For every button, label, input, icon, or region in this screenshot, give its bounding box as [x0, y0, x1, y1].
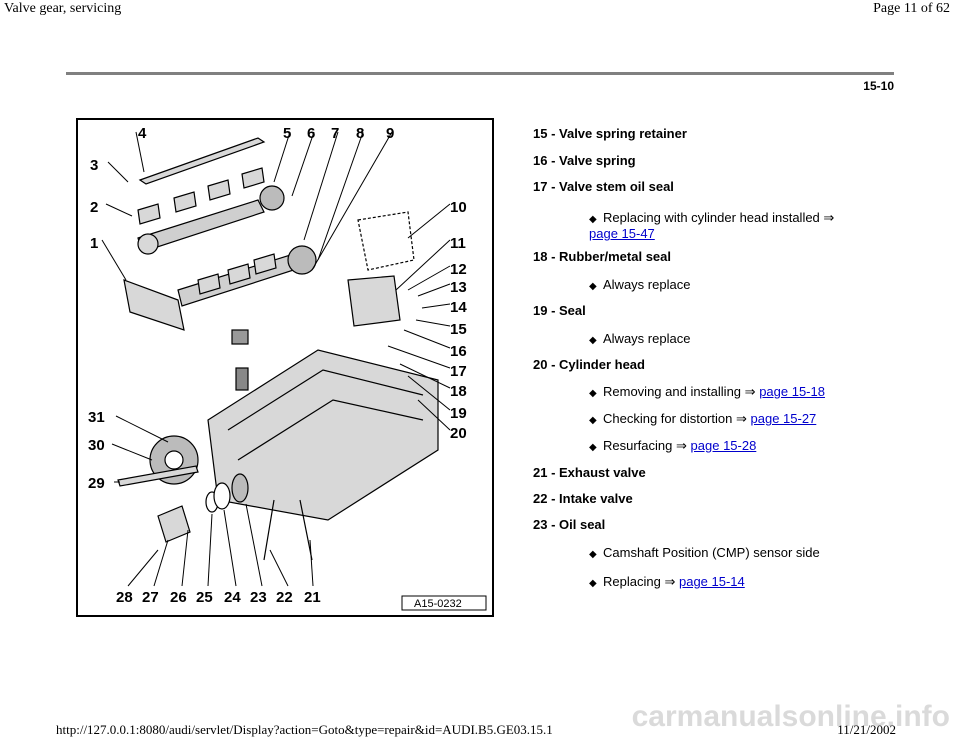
legend-entry-16: 16 - Valve spring — [533, 153, 636, 168]
sub-item-text: Replacing — [603, 574, 661, 589]
callout-26: 26 — [170, 589, 187, 606]
legend-sub-item: ◆ Replacing ⇒ page 15-14 — [589, 574, 745, 590]
legend-sub-item: ◆ Always replace — [589, 331, 690, 346]
sub-item-text: Replacing with cylinder head installed — [603, 210, 820, 225]
callout-10: 10 — [450, 199, 467, 216]
diamond-bullet-icon: ◆ — [589, 549, 597, 560]
callout-29: 29 — [88, 475, 105, 492]
page-counter: Page 11 of 62 — [873, 1, 950, 16]
legend-entry-17: 17 - Valve stem oil seal — [533, 179, 674, 194]
callout-31: 31 — [88, 409, 105, 426]
legend-entry-23: 23 - Oil seal — [533, 517, 606, 532]
callout-5: 5 — [283, 125, 291, 142]
arrow-right-icon: ⇒ — [664, 574, 676, 589]
callout-4: 4 — [138, 125, 147, 142]
callout-1: 1 — [90, 235, 98, 252]
callout-28: 28 — [116, 589, 133, 606]
legend-sub-item-link-line: page 15-47 — [589, 226, 655, 241]
callout-16: 16 — [450, 343, 467, 360]
callout-7: 7 — [331, 125, 339, 142]
callout-3: 3 — [90, 157, 98, 174]
callout-6: 6 — [307, 125, 315, 142]
callout-8: 8 — [356, 125, 364, 142]
page-link[interactable]: page 15-18 — [759, 384, 825, 399]
callout-2: 2 — [90, 199, 98, 216]
diamond-bullet-icon: ◆ — [589, 335, 597, 346]
page-link[interactable]: page 15-28 — [690, 438, 757, 453]
legend-entry-19: 19 - Seal — [533, 303, 586, 318]
legend-entry-22: 22 - Intake valve — [533, 491, 633, 506]
footer-date: 11/21/2002 — [837, 722, 896, 737]
callout-11: 11 — [450, 235, 466, 252]
diamond-bullet-icon: ◆ — [589, 388, 597, 399]
valve-gear-diagram: 4 5 6 7 8 9 3 2 1 10 11 12 13 14 15 16 1… — [88, 125, 487, 611]
sub-item-text: Always replace — [603, 331, 691, 346]
callout-23: 23 — [250, 589, 267, 606]
legend-sub-item: ◆ Removing and installing ⇒ page 15-18 — [589, 384, 825, 400]
sub-item-text: Resurfacing — [603, 438, 673, 453]
callout-9: 9 — [386, 125, 394, 142]
legend-sub-item: ◆ Always replace — [589, 277, 690, 292]
sub-item-text: Always replace — [603, 277, 691, 292]
diamond-bullet-icon: ◆ — [589, 214, 597, 225]
legend-entry-21: 21 - Exhaust valve — [533, 465, 646, 480]
callout-14: 14 — [450, 299, 467, 316]
legend-entry-18: 18 - Rubber/metal seal — [533, 249, 671, 264]
legend-sub-item: ◆Replacing with cylinder head installed … — [589, 210, 834, 226]
callout-18: 18 — [450, 383, 467, 400]
page-link[interactable]: page 15-47 — [589, 226, 655, 241]
callout-15: 15 — [450, 321, 467, 338]
watermark: carmanualsonline.info — [631, 700, 950, 733]
legend-sub-item: ◆ Camshaft Position (CMP) sensor side — [589, 545, 820, 560]
callout-30: 30 — [88, 437, 105, 454]
diamond-bullet-icon: ◆ — [589, 578, 597, 589]
page-link[interactable]: page 15-27 — [750, 411, 817, 426]
callout-17: 17 — [450, 363, 467, 380]
page-code: 15-10 — [863, 79, 894, 93]
diamond-bullet-icon: ◆ — [589, 281, 597, 292]
header-rule — [66, 72, 894, 75]
callout-27: 27 — [142, 589, 159, 606]
callout-19: 19 — [450, 405, 467, 422]
sub-item-text: Camshaft Position (CMP) sensor side — [603, 545, 820, 560]
figure-code-box — [401, 595, 487, 611]
arrow-right-icon: ⇒ — [676, 438, 687, 453]
footer-url: http://127.0.0.1:8080/audi/servlet/Displ… — [56, 722, 553, 737]
callout-20: 20 — [450, 425, 467, 442]
legend-entry-15: 15 - Valve spring retainer — [533, 126, 687, 141]
document-title: Valve gear, servicing — [4, 1, 122, 16]
arrow-right-icon: ⇒ — [735, 411, 747, 426]
legend-sub-item: ◆ Checking for distortion ⇒ page 15-27 — [589, 411, 816, 427]
callout-21: 21 — [304, 589, 321, 606]
arrow-right-icon: ⇒ — [823, 210, 835, 225]
sub-item-text: Removing and installing — [603, 384, 742, 399]
callout-13: 13 — [450, 279, 467, 296]
callout-25: 25 — [196, 589, 213, 606]
callout-22: 22 — [276, 589, 293, 606]
page-link[interactable]: page 15-14 — [678, 574, 745, 589]
arrow-right-icon: ⇒ — [744, 384, 756, 399]
diamond-bullet-icon: ◆ — [589, 415, 597, 426]
figure-code: A15-0232 — [414, 598, 462, 610]
callout-12: 12 — [450, 261, 467, 278]
callout-24: 24 — [224, 589, 241, 606]
legend-sub-item: ◆ Resurfacing ⇒ page 15-28 — [589, 438, 756, 454]
legend-entry-20: 20 - Cylinder head — [533, 357, 645, 372]
exploded-view-figure: 4 5 6 7 8 9 3 2 1 10 11 12 13 14 15 16 1… — [76, 118, 494, 617]
sub-item-text: Checking for distortion — [603, 411, 733, 426]
diamond-bullet-icon: ◆ — [589, 442, 597, 453]
